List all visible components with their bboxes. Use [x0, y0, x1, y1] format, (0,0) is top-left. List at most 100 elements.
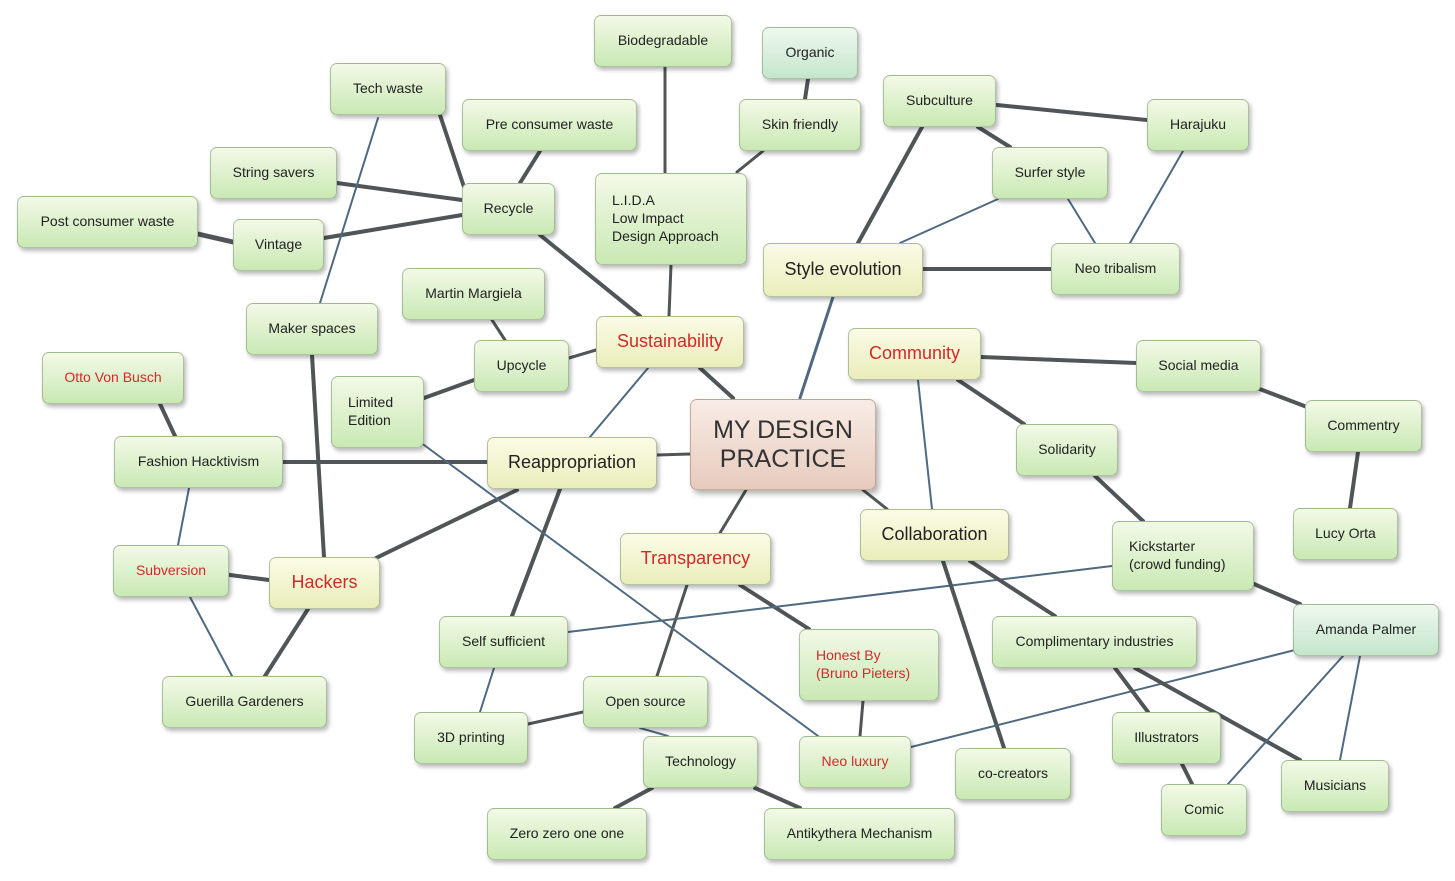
- node-reappropriation[interactable]: Reappropriation: [487, 437, 657, 489]
- connector-line: [753, 786, 802, 810]
- node-kickstarter[interactable]: Kickstarter (crowd funding): [1112, 521, 1254, 591]
- connector-line: [322, 213, 464, 240]
- connector-line: [1252, 582, 1302, 606]
- connector-line: [655, 452, 692, 457]
- node-post-consumer-waste[interactable]: Post consumer waste: [17, 196, 198, 248]
- connector-line: [310, 353, 326, 559]
- connector-line: [956, 378, 1026, 426]
- node-upcycle[interactable]: Upcycle: [474, 340, 569, 392]
- connector-line: [667, 263, 673, 318]
- connector-line: [995, 103, 1149, 122]
- connector-line: [1113, 666, 1150, 714]
- connector-line: [968, 559, 1057, 618]
- node-comic[interactable]: Comic: [1161, 784, 1247, 836]
- node-martin-margiela[interactable]: Martin Margiela: [402, 268, 545, 320]
- node-self-sufficient[interactable]: Self sufficient: [439, 616, 568, 668]
- node-co-creators[interactable]: co-creators: [955, 748, 1071, 800]
- connector-line: [419, 441, 819, 737]
- node-subversion[interactable]: Subversion: [113, 545, 229, 597]
- connector-line: [567, 565, 1113, 633]
- node-sustainability[interactable]: Sustainability: [596, 316, 744, 368]
- node-recycle[interactable]: Recycle: [462, 183, 555, 235]
- node-solidarity[interactable]: Solidarity: [1016, 424, 1118, 476]
- connector-line: [1180, 762, 1194, 786]
- node-harajuku[interactable]: Harajuku: [1147, 99, 1249, 151]
- connector-line: [655, 583, 689, 678]
- node-zero-zero-one-one[interactable]: Zero zero one one: [487, 808, 647, 860]
- node-complimentary-industries[interactable]: Complimentary industries: [992, 616, 1197, 668]
- node-amanda-palmer[interactable]: Amanda Palmer: [1293, 604, 1439, 656]
- node-string-savers[interactable]: String savers: [210, 147, 337, 199]
- connector-line: [189, 596, 233, 677]
- connector-line: [856, 125, 924, 245]
- connector-line: [158, 402, 177, 438]
- connector-line: [1067, 198, 1096, 244]
- node-community[interactable]: Community: [848, 328, 981, 380]
- connector-line: [976, 125, 1012, 149]
- connector-line: [1255, 386, 1309, 409]
- node-open-source[interactable]: Open source: [583, 676, 708, 728]
- node-3d-printing[interactable]: 3D printing: [414, 712, 528, 764]
- connector-line: [335, 181, 464, 202]
- node-social-media[interactable]: Social media: [1136, 340, 1261, 392]
- center-node-my-design-practice[interactable]: MY DESIGN PRACTICE: [690, 399, 876, 490]
- node-fashion-hacktivism[interactable]: Fashion Hacktivism: [114, 436, 283, 488]
- node-maker-spaces[interactable]: Maker spaces: [246, 303, 378, 355]
- node-honest-by[interactable]: Honest By (Bruno Pieters): [799, 629, 939, 701]
- node-musicians[interactable]: Musicians: [1281, 760, 1389, 812]
- connector-line: [910, 649, 1296, 748]
- connector-line: [917, 379, 933, 510]
- node-lucy-orta[interactable]: Lucy Orta: [1293, 508, 1398, 560]
- connector-line: [1348, 450, 1360, 510]
- node-neo-tribalism[interactable]: Neo tribalism: [1051, 243, 1180, 295]
- node-style-evolution[interactable]: Style evolution: [763, 243, 923, 297]
- connector-line: [490, 318, 507, 342]
- connector-line: [479, 667, 495, 713]
- node-otto-von-busch[interactable]: Otto Von Busch: [42, 352, 184, 404]
- connector-line: [526, 710, 585, 726]
- connector-line: [613, 786, 654, 810]
- connector-line: [438, 113, 467, 192]
- connector-line: [1093, 474, 1145, 523]
- connector-line: [798, 295, 835, 400]
- connector-line: [735, 149, 765, 174]
- node-commentry[interactable]: Commentry: [1305, 400, 1422, 452]
- node-illustrators[interactable]: Illustrators: [1112, 712, 1221, 764]
- node-lida[interactable]: L.I.D.A Low Impact Design Approach: [595, 173, 747, 265]
- connector-line: [422, 378, 476, 400]
- connector-line: [567, 348, 598, 360]
- connector-line: [589, 367, 649, 438]
- node-biodegradable[interactable]: Biodegradable: [594, 15, 732, 67]
- node-limited-edition[interactable]: Limited Edition: [331, 376, 424, 448]
- node-hackers[interactable]: Hackers: [269, 557, 380, 609]
- node-subculture[interactable]: Subculture: [883, 75, 996, 127]
- connector-line: [374, 488, 519, 560]
- connector-line: [979, 355, 1138, 365]
- connector-line: [177, 487, 190, 546]
- connector-line: [1129, 150, 1184, 244]
- connector-line: [858, 699, 865, 738]
- connector-line: [538, 233, 642, 318]
- node-neo-luxury[interactable]: Neo luxury: [799, 736, 911, 788]
- node-vintage[interactable]: Vintage: [233, 219, 324, 271]
- node-organic[interactable]: Organic: [762, 27, 858, 79]
- connector-line: [510, 487, 562, 618]
- connector-line: [319, 117, 379, 304]
- node-guerilla-gardeners[interactable]: Guerilla Gardeners: [162, 676, 327, 728]
- connector-line: [639, 727, 669, 737]
- connector-line: [718, 488, 748, 535]
- node-collaboration[interactable]: Collaboration: [860, 509, 1009, 561]
- node-pre-consumer-waste[interactable]: Pre consumer waste: [462, 99, 637, 151]
- connector-line: [1339, 655, 1361, 761]
- node-transparency[interactable]: Transparency: [620, 533, 771, 585]
- connector-line: [803, 77, 810, 101]
- connector-line: [518, 149, 542, 185]
- node-surfer-style[interactable]: Surfer style: [992, 147, 1108, 199]
- node-tech-waste[interactable]: Tech waste: [330, 63, 446, 115]
- connector-line: [228, 573, 271, 582]
- connector-line: [195, 231, 236, 245]
- connector-line: [263, 607, 310, 678]
- node-technology[interactable]: Technology: [643, 736, 758, 788]
- node-skin-friendly[interactable]: Skin friendly: [739, 99, 861, 151]
- node-antikythera-mechanism[interactable]: Antikythera Mechanism: [764, 808, 955, 860]
